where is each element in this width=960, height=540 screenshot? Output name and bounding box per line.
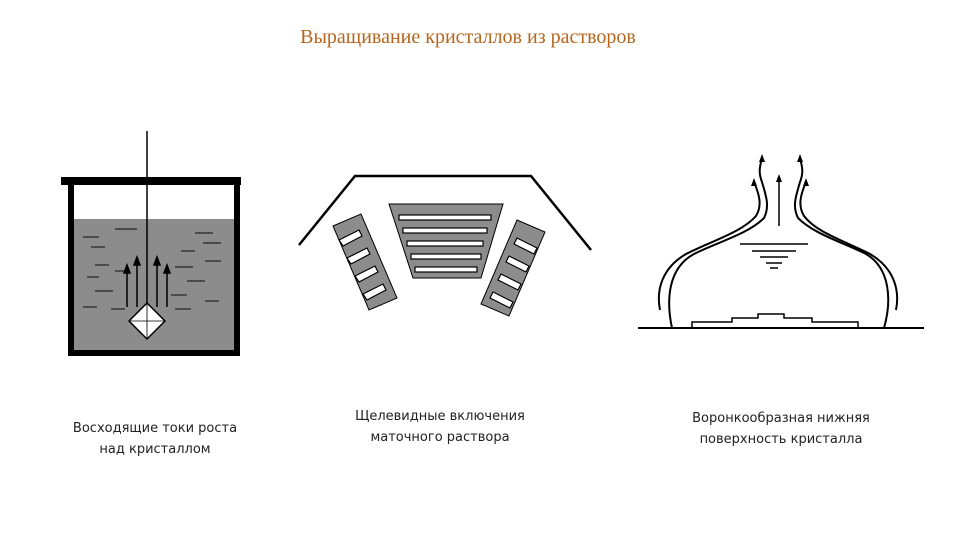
caption-slit-inclusions: Щелевидные включения маточного раствора	[315, 406, 565, 448]
caption-funnel-surface: Воронкообразная нижняя поверхность крист…	[656, 408, 906, 450]
slide-title: Выращивание кристаллов из растворов	[300, 26, 636, 48]
beaker-diagram	[61, 131, 241, 356]
crystal-icon	[127, 301, 167, 341]
escaping-currents	[751, 154, 809, 186]
beaker-walls	[68, 183, 240, 356]
center-sector	[388, 203, 504, 279]
left-sector	[332, 213, 398, 311]
solution-dashes	[83, 228, 221, 310]
figure-slit-inclusions	[295, 170, 600, 335]
beaker-lid	[61, 177, 241, 185]
caption-line: над кристаллом	[99, 442, 211, 457]
crystal-outline	[298, 174, 592, 251]
caption-line: Щелевидные включения	[355, 409, 525, 424]
caption-line: Воронкообразная нижняя	[692, 411, 870, 426]
rising-current-arrows	[122, 254, 172, 307]
caption-rising-currents: Восходящие токи роста над кристаллом	[30, 418, 280, 460]
crystal-base-step	[691, 313, 859, 328]
dome-outline	[657, 157, 899, 329]
inclusions-diagram	[298, 174, 592, 317]
funnel-diagram	[638, 154, 924, 329]
right-sector	[480, 219, 546, 317]
figure-funnel-surface	[636, 150, 926, 335]
funnel-lines	[740, 243, 808, 269]
caption-line: маточного раствора	[370, 430, 510, 445]
figure-rising-currents	[55, 125, 255, 370]
caption-line: поверхность кристалла	[699, 432, 863, 447]
caption-line: Восходящие токи роста	[72, 421, 238, 436]
